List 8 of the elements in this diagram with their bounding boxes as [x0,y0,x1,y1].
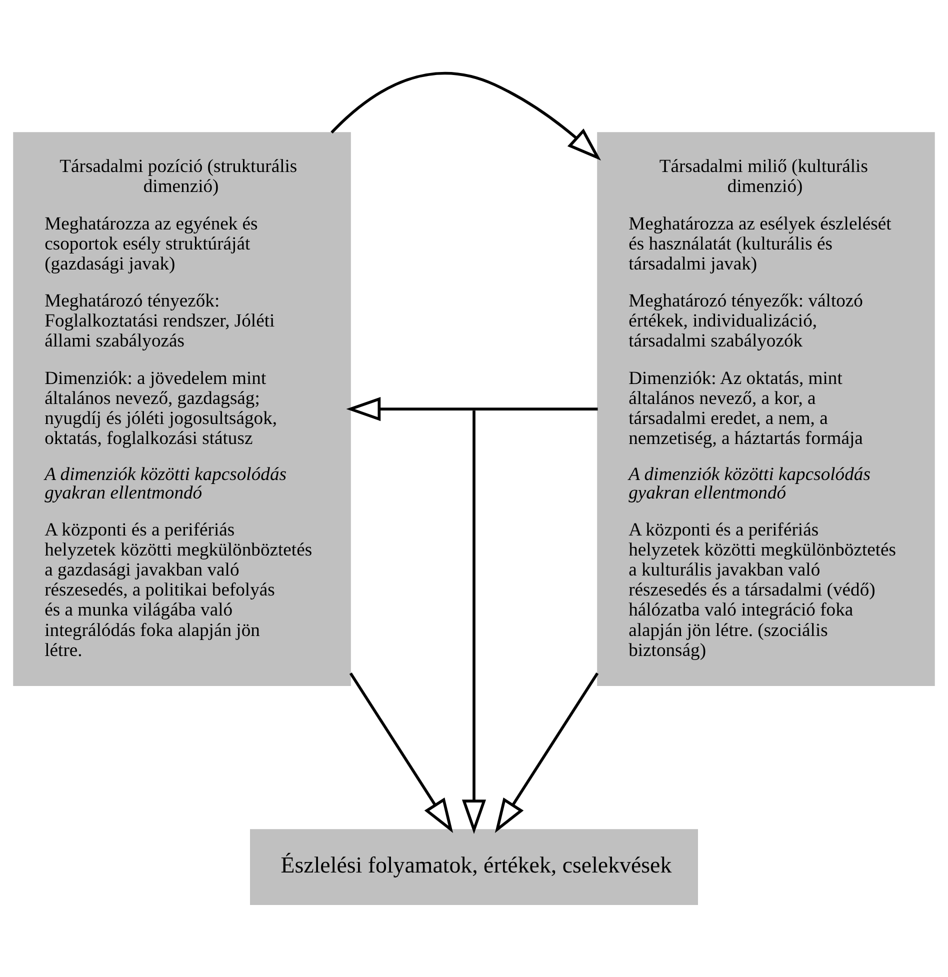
node-box: Társadalmi pozíció (strukturális dimenzió) Meghatározza az egyének és csoportok esély struktúráját (gazdasági javak) Meghatározó tényezők: Foglalkoztatási rendszer, Jóléti állami szabályozás Dimenziók: a jövedelem mint általános nevező, gazdagság; nyugdíj és jóléti jogosultságok, oktatás, foglalkozási státusz A dimenziók közötti kapcsolódás gyakran ellentmondó A központi és a perifériás helyzetek közötti megkülönböztetés a gazdasági javakban való részesedés, a politikai befolyás és a munka világába való integrálódás foka alapján jön létre. [13,132,351,686]
arrow [346,397,598,422]
arrow [462,410,486,834]
arrow [349,672,454,833]
arrow [330,72,601,160]
node-box: Társadalmi miliő (kulturális dimenzió) Meghatározza az esélyek észlelését és használatát (kulturális és társadalmi javak) Meghatározó tényezők: változó értékek, individualizáció, társadalmi szabályozók Dimenziók: Az oktatás, mint általános nevező, a kor, a társadalmi eredet, a nem, a nemzetiség, a háztartás formája A dimenziók közötti kapcsolódás gyakran ellentmondó A központi és a perifériás helyzetek közötti megkülönböztetés a kulturális javakban való részesedés és a társadalmi (védő) hálózatba való integráció foka alapján jön létre. (szociális biztonság) [597,132,935,686]
node-box: Észlelési folyamatok, értékek, cselekvések [250,829,698,905]
arrow [494,672,599,833]
